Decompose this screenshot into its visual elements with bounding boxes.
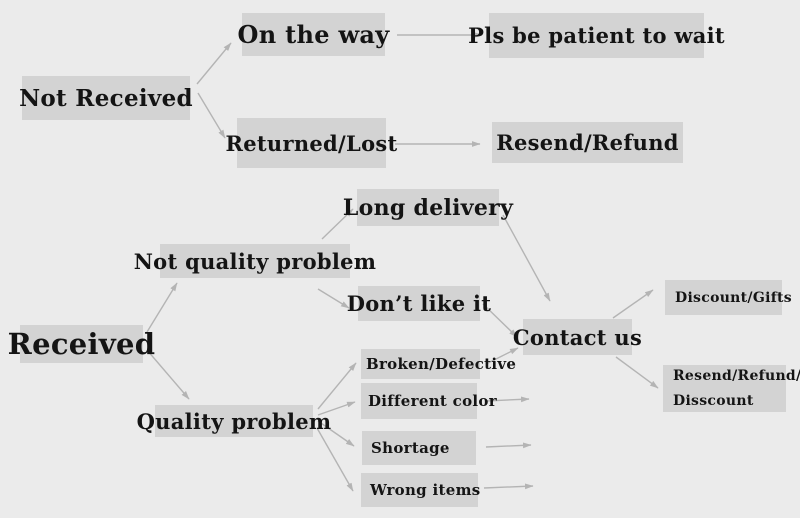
arrow-wrong-items-to-contact-us <box>483 483 534 490</box>
node-wrong-items-label: Wrong items <box>370 481 481 499</box>
arrow-quality-problem-to-shortage <box>317 420 355 447</box>
arrow-not-received-to-on-the-way <box>196 42 232 85</box>
node-quality-problem: Quality problem <box>137 405 331 437</box>
arrow-shortage-to-contact-us <box>485 442 532 449</box>
node-not-quality-problem: Not quality problem <box>134 244 376 278</box>
node-returned-lost: Returned/Lost <box>225 118 397 168</box>
node-received: Received <box>8 325 155 363</box>
node-received-label: Received <box>7 327 156 361</box>
node-contact-us: Contact us <box>513 319 642 355</box>
node-different-color: Different color <box>361 383 497 419</box>
node-pls-be-patient-label: Pls be patient to wait <box>468 23 725 48</box>
arrow-quality-problem-to-broken-defective <box>317 362 357 410</box>
node-dont-like-it-label: Don’t like it <box>346 291 492 316</box>
arrow-different-color-to-contact-us <box>485 396 530 403</box>
node-broken-defective: Broken/Defective <box>361 349 516 379</box>
arrow-not-quality-problem-to-long-delivery <box>321 208 354 240</box>
node-not-received: Not Received <box>19 76 193 120</box>
arrow-not-received-to-returned-lost <box>197 92 226 139</box>
node-quality-problem-label: Quality problem <box>136 408 332 434</box>
node-long-delivery: Long delivery <box>343 189 513 226</box>
node-pls-be-patient: Pls be patient to wait <box>468 13 725 58</box>
node-broken-defective-label: Broken/Defective <box>366 355 517 373</box>
node-wrong-items: Wrong items <box>361 473 481 507</box>
node-discount-gifts: Discount/Gifts <box>665 280 792 315</box>
node-shortage: Shortage <box>362 431 476 465</box>
arrow-received-to-not-quality-problem <box>146 282 178 333</box>
node-resend-refund-disscount: Resend/Refund/ Disscount <box>663 365 800 412</box>
node-resend-refund-disscount-line1: Resend/Refund/ <box>673 368 800 384</box>
node-on-the-way: On the way <box>237 13 389 56</box>
node-not-quality-problem-label: Not quality problem <box>133 248 377 274</box>
node-different-color-label: Different color <box>368 392 497 410</box>
node-contact-us-label: Contact us <box>512 324 643 350</box>
arrow-quality-problem-to-wrong-items <box>316 427 354 492</box>
arrow-quality-problem-to-different-color <box>317 401 356 416</box>
arrow-dont-like-it-to-contact-us <box>482 303 518 338</box>
node-long-delivery-label: Long delivery <box>342 194 514 221</box>
arrow-contact-us-to-discount-gifts <box>612 289 654 319</box>
node-shortage-label: Shortage <box>371 439 450 457</box>
arrow-long-delivery-to-contact-us <box>502 214 551 302</box>
arrow-not-quality-problem-to-dont-like-it <box>317 288 350 309</box>
arrow-broken-defective-to-contact-us <box>485 347 519 365</box>
arrow-contact-us-to-resend-refund-disscount <box>615 356 659 389</box>
node-on-the-way-label: On the way <box>237 20 390 49</box>
node-resend-refund-disscount-line2: Disscount <box>673 392 754 409</box>
node-resend-refund: Resend/Refund <box>492 122 683 163</box>
node-resend-refund-label: Resend/Refund <box>496 130 679 155</box>
node-discount-gifts-label: Discount/Gifts <box>675 289 792 306</box>
node-dont-like-it: Don’t like it <box>347 286 491 321</box>
node-returned-lost-label: Returned/Lost <box>225 130 398 156</box>
arrow-received-to-quality-problem <box>146 349 190 400</box>
node-not-received-label: Not Received <box>19 84 193 112</box>
